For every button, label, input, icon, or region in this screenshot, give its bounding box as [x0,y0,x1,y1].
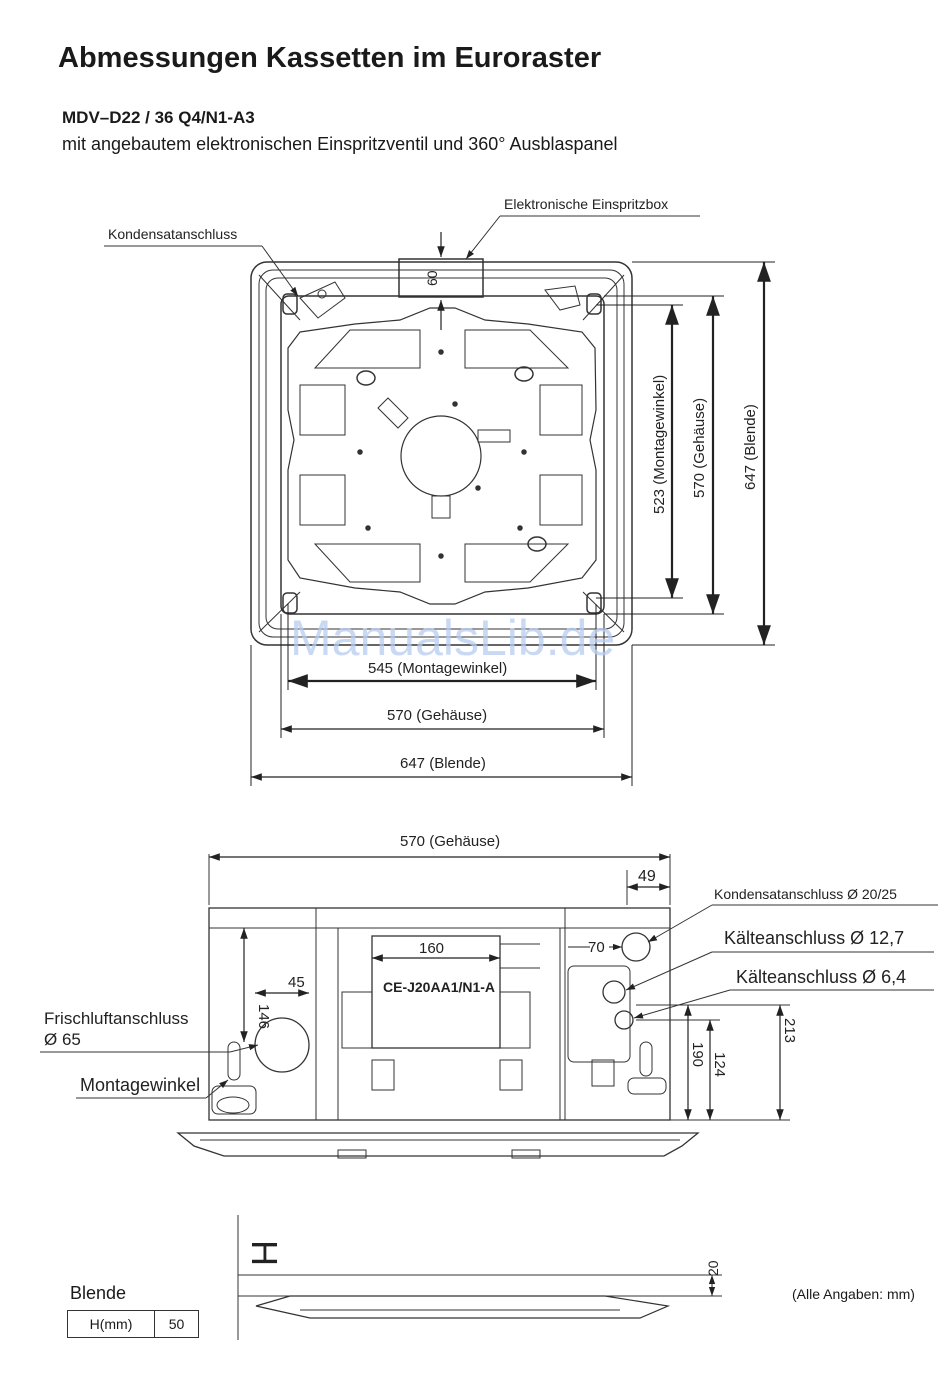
table-value-cell: 50 [154,1310,199,1338]
dim-blende-v: 647 (Blende) [742,404,759,490]
blende-outline [250,261,633,646]
label-kaelte-2: Kälteanschluss Ø 6,4 [736,967,906,987]
dims-horizontal-top [250,604,633,786]
panel-profile [255,1295,671,1319]
nameplate-text: CE-J20AA1/N1-A [383,979,495,995]
dim-gehaeuse-side: 570 (Gehäuse) [400,833,500,850]
dim-190: 190 [689,1042,706,1067]
fan-hub [400,415,482,497]
dim-60: 60 [424,270,440,286]
side-view [176,853,790,1159]
label-frischluft-1: Frischluftanschluss [44,1009,189,1028]
label-montagewinkel: Montagewinkel [80,1075,200,1095]
dim-124: 124 [711,1052,728,1077]
top-view [250,258,633,646]
dim-70: 70 [588,939,605,956]
page-subtitle: mit angebautem elektronischen Einspritzv… [62,134,618,154]
einspritzbox [398,258,484,298]
dim-montage-v: 523 (Montagewinkel) [651,375,668,514]
label-kondensat-side: Kondensatanschluss Ø 20/25 [714,886,897,902]
label-kaelte-1: Kälteanschluss Ø 12,7 [724,928,904,948]
dim-49: 49 [638,868,656,885]
label-einspritzbox: Elektronische Einspritzbox [504,196,668,212]
dim-blende-h: 647 (Blende) [400,755,486,772]
watermark: ManualsLib.de [290,610,615,666]
table-row: H(mm) 50 [67,1310,199,1338]
housing-outline [280,295,605,615]
page-title: Abmessungen Kassetten im Euroraster [58,42,602,74]
dim-20: 20 [705,1260,721,1276]
dim-montage-h: 545 (Montagewinkel) [368,660,507,677]
footnote: (Alle Angaben: mm) [792,1286,915,1302]
dim-45: 45 [288,974,305,991]
model-number: MDV–D22 / 36 Q4/N1-A3 [62,108,255,127]
dim-146: 146 [255,1004,272,1029]
label-frischluft-2: Ø 65 [44,1030,81,1049]
side-blende [176,1132,700,1157]
dim-160: 160 [419,940,444,957]
kondensat-port [621,932,651,962]
label-kondensat-top: Kondensatanschluss [108,226,237,242]
dim-gehaeuse-v: 570 (Gehäuse) [691,398,708,498]
dims-vertical-top [596,261,775,646]
mounting-plate [287,307,597,605]
h-symbol: H [244,1240,285,1266]
dim-gehaeuse-h: 570 (Gehäuse) [387,707,487,724]
blende-table: H(mm) 50 [67,1310,199,1338]
dim-213: 213 [781,1018,798,1043]
panel-view [237,1215,722,1340]
blende-label: Blende [70,1283,127,1303]
table-header-cell: H(mm) [67,1310,155,1338]
